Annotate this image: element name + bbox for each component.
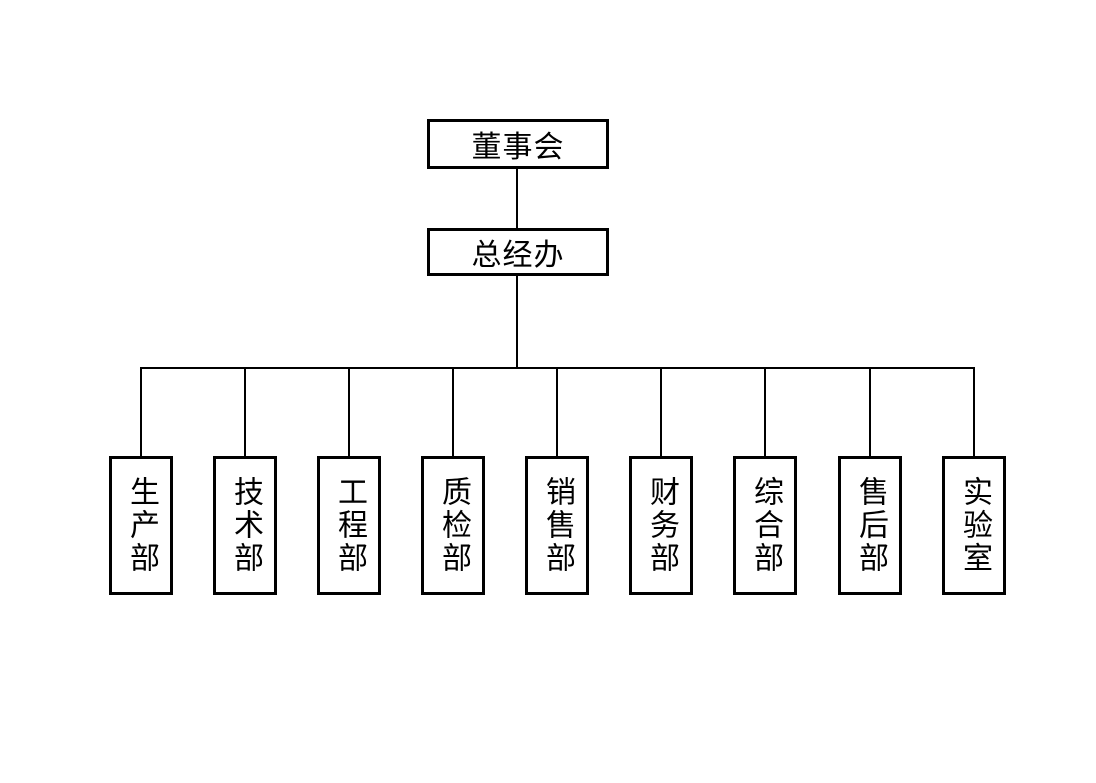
org-box-department-technology: 技术部 bbox=[213, 456, 277, 595]
org-box-gm-office-label: 总经办 bbox=[471, 239, 565, 272]
org-box-department-laboratory: 实验室 bbox=[942, 456, 1006, 595]
org-box-department-label: 售后部 bbox=[854, 476, 887, 575]
connector-board-to-gm bbox=[516, 169, 518, 228]
connector-drop-4 bbox=[452, 369, 454, 456]
org-box-department-label: 质检部 bbox=[437, 476, 470, 575]
org-box-department-finance: 财务部 bbox=[629, 456, 693, 595]
connector-drop-2 bbox=[244, 369, 246, 456]
org-box-department-label: 工程部 bbox=[333, 476, 366, 575]
connector-horizontal-rail bbox=[140, 367, 975, 369]
org-box-department-engineering: 工程部 bbox=[317, 456, 381, 595]
connector-drop-9 bbox=[973, 369, 975, 456]
org-box-department-production: 生产部 bbox=[109, 456, 173, 595]
connector-gm-stem bbox=[516, 276, 518, 367]
connector-drop-8 bbox=[869, 369, 871, 456]
org-box-department-label: 财务部 bbox=[645, 476, 678, 575]
connector-drop-3 bbox=[348, 369, 350, 456]
org-box-department-label: 实验室 bbox=[958, 476, 991, 575]
org-box-department-sales: 销售部 bbox=[525, 456, 589, 595]
org-box-department-label: 综合部 bbox=[749, 476, 782, 575]
connector-drop-5 bbox=[556, 369, 558, 456]
connector-drop-7 bbox=[764, 369, 766, 456]
org-box-department-after-sales: 售后部 bbox=[838, 456, 902, 595]
org-box-department-quality: 质检部 bbox=[421, 456, 485, 595]
connector-drop-1 bbox=[140, 369, 142, 456]
org-box-department-label: 销售部 bbox=[541, 476, 574, 575]
org-box-department-label: 生产部 bbox=[125, 476, 158, 575]
org-box-department-label: 技术部 bbox=[229, 476, 262, 575]
org-box-gm-office: 总经办 bbox=[427, 228, 609, 276]
connector-drop-6 bbox=[660, 369, 662, 456]
org-box-board-label: 董事会 bbox=[471, 131, 565, 164]
org-box-department-general-affairs: 综合部 bbox=[733, 456, 797, 595]
org-box-board: 董事会 bbox=[427, 119, 609, 169]
